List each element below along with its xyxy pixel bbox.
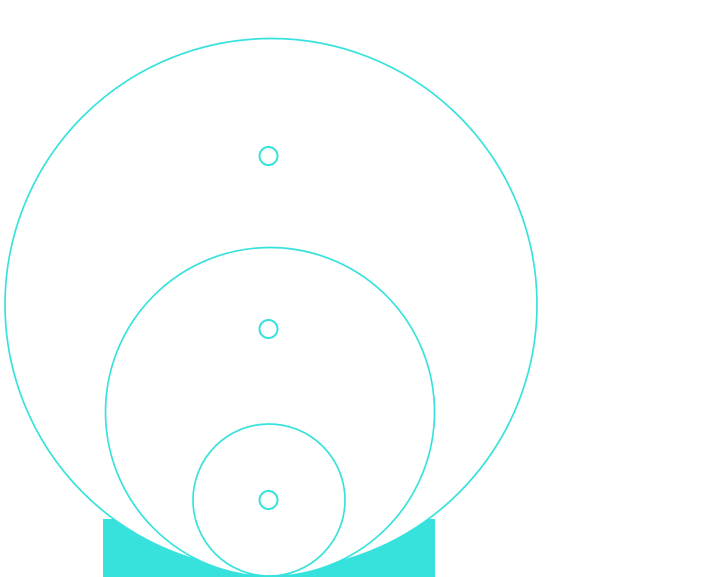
center-dot-bottom [258,490,279,510]
center-dot-top [258,146,279,166]
center-dot-middle [258,319,279,339]
